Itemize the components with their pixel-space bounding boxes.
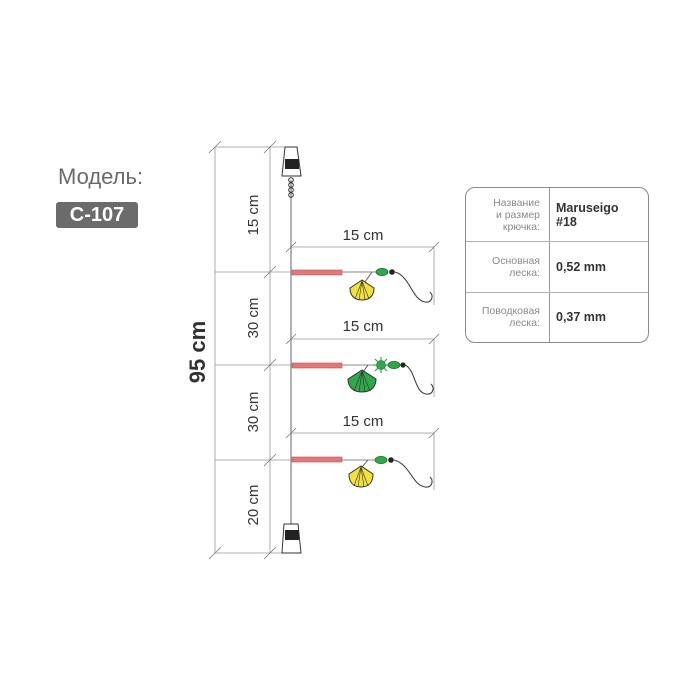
segment-label-1: 15 cm: [245, 195, 262, 236]
spec-value-leader-line: 0,37 mm: [556, 310, 607, 324]
segment-extension-lines: [215, 146, 292, 554]
hook: [393, 459, 433, 488]
model-code-badge: С-107: [56, 202, 138, 228]
spec-label-main-line: Основная леска:: [492, 255, 540, 279]
leader-2: [291, 357, 434, 395]
branch-dimension-lines: [291, 246, 435, 490]
model-label: Модель:: [58, 164, 144, 189]
spec-value-hook: Maruseigo #18: [556, 201, 619, 229]
spec-label-hook: Название и размер крючка:: [493, 197, 540, 233]
spec-value-main-line: 0,52 mm: [556, 260, 607, 274]
leader-length-label-1: 15 cm: [343, 227, 384, 244]
leader-length-label-2: 15 cm: [343, 318, 384, 335]
bottom-sinker: [281, 523, 302, 554]
spec-row-hook: Название и размер крючка: Maruseigo #18: [466, 192, 648, 238]
spec-row-main-line: Основная леска: 0,52 mm: [466, 244, 648, 290]
total-length-label: 95 cm: [185, 321, 210, 383]
leader-1: [291, 268, 433, 303]
hook: [404, 364, 434, 395]
swivel-chain: [288, 177, 294, 198]
star-bead: [373, 357, 389, 373]
top-float: [281, 146, 302, 177]
spec-label-leader-line: Поводковая леска:: [481, 305, 540, 329]
leader-length-label-3: 15 cm: [343, 413, 384, 430]
segment-label-3: 30 cm: [245, 392, 262, 433]
segment-label-4: 20 cm: [245, 485, 262, 526]
segment-label-2: 30 cm: [245, 298, 262, 339]
shell-attractor-1: [349, 279, 375, 301]
spec-row-leader-line: Поводковая леска: 0,37 mm: [466, 294, 648, 340]
hook: [394, 271, 433, 303]
shell-attractor-3: [348, 465, 374, 488]
bead: [375, 268, 389, 276]
spec-table: Название и размер крючка: Maruseigo #18 …: [465, 187, 649, 343]
shell-attractor-2: [347, 369, 377, 393]
leader-3: [291, 456, 433, 488]
